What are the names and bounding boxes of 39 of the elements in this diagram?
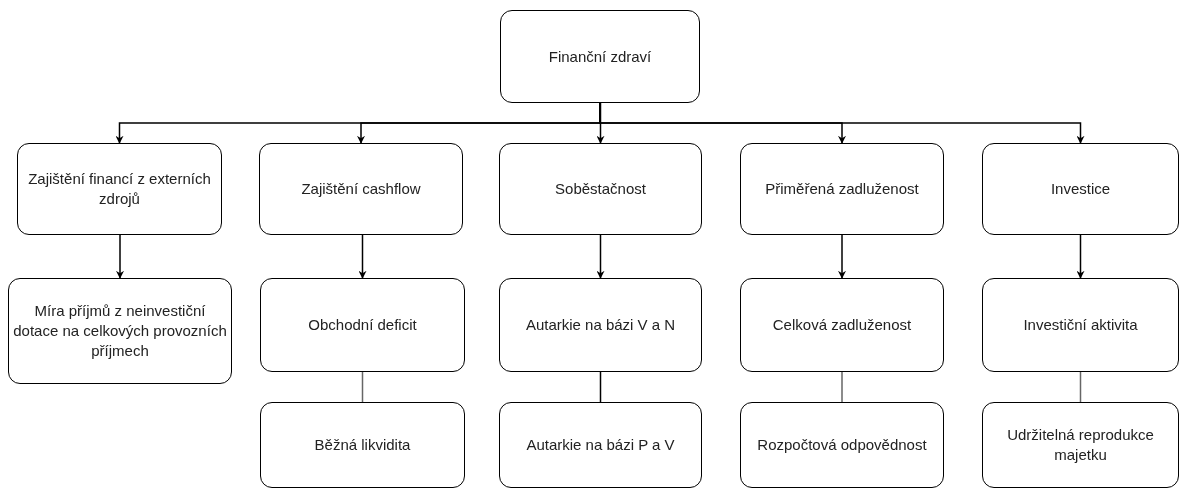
node-label: Míra příjmů z neinvestiční dotace na celkových provozních příjmech [13, 301, 227, 361]
node-label: Zajištění cashflow [301, 179, 421, 199]
text-box [259, 143, 463, 235]
node-label: Finanční zdraví [548, 46, 652, 67]
connector-line [361, 371, 364, 403]
arrow [116, 234, 124, 279]
arrow [358, 234, 367, 279]
text-box [499, 402, 702, 488]
text-box [499, 143, 702, 235]
node-label: Udržitelná reprodukce majetku [1006, 425, 1155, 465]
text-box [740, 143, 944, 235]
connector-line [1079, 371, 1082, 403]
text-box [982, 402, 1179, 488]
connector-line [841, 371, 843, 403]
node-label: Investiční aktivita [1023, 315, 1138, 335]
node-label: Běžná likvidita [314, 435, 411, 455]
text-box [8, 278, 232, 384]
arrow [838, 234, 846, 279]
text-box [499, 278, 702, 372]
text-box [260, 402, 465, 488]
arrow [596, 234, 605, 279]
text-box [260, 278, 465, 372]
node-label: Soběstačnost [555, 179, 646, 199]
connector-line [599, 371, 602, 403]
text-box [17, 143, 222, 235]
text-box [982, 143, 1179, 235]
node-label: Rozpočtová odpovědnost [757, 435, 927, 455]
text-box [982, 278, 1179, 372]
node-label: Přiměřená zadluženost [765, 179, 919, 199]
text-box [740, 402, 944, 488]
text-box [500, 10, 700, 103]
node-label: Autarkie na bázi P a V [526, 435, 675, 455]
node-label: Investice [1050, 179, 1111, 199]
node-label: Zajištění financí z externích zdrojů [27, 169, 212, 209]
arrow [1076, 234, 1085, 279]
node-label: Autarkie na bázi V a N [525, 315, 676, 335]
node-label: Celková zadluženost [772, 315, 912, 335]
text-box [740, 278, 944, 372]
node-label: Obchodní deficit [308, 315, 417, 335]
